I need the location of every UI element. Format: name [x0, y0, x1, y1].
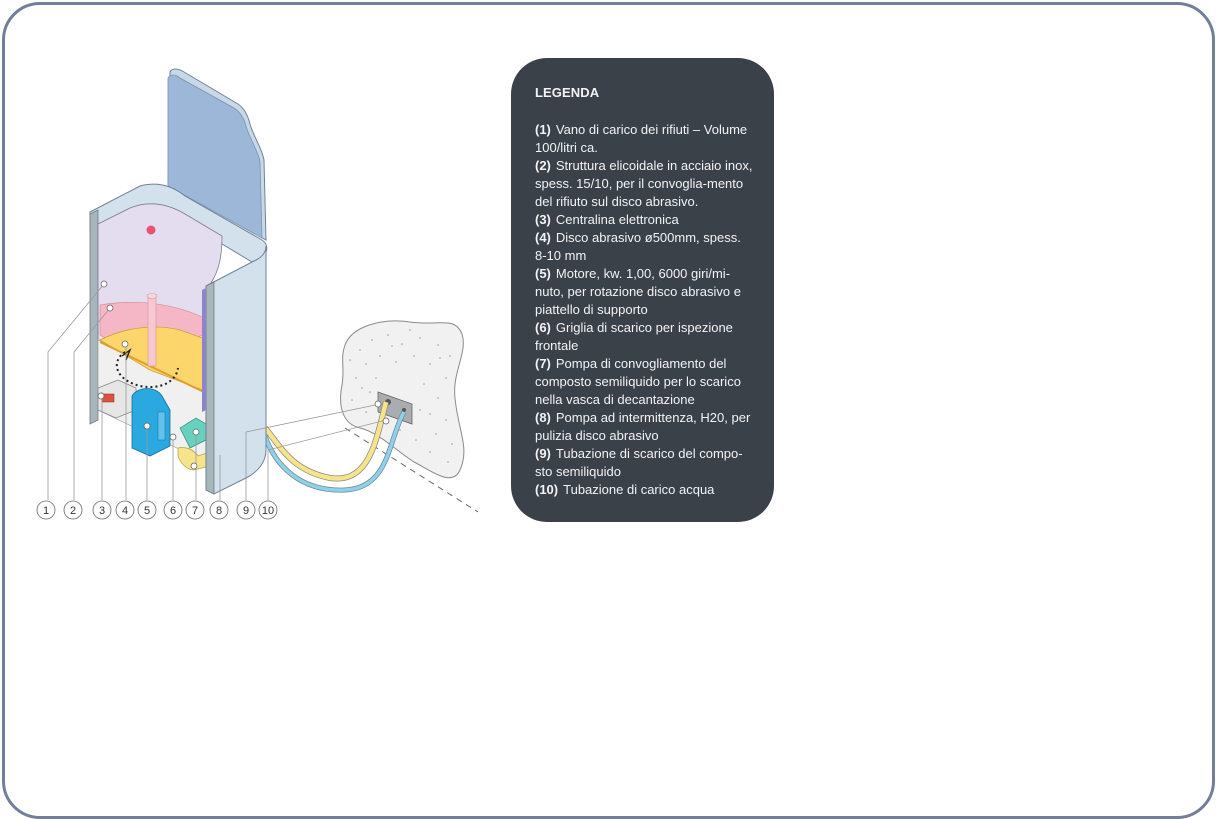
legend-item-number: (1)	[535, 122, 551, 137]
callout-4: 4	[115, 500, 135, 520]
callout-6: 6	[163, 500, 183, 520]
wall-patch	[340, 320, 479, 513]
legend-item-text: Struttura elicoidale in acciaio inox, sp…	[535, 158, 753, 209]
legend-item-number: (3)	[535, 212, 551, 227]
svg-text:2: 2	[70, 505, 76, 517]
legend-item-text: Vano di carico dei rifiuti – Volume 100/…	[535, 122, 748, 155]
legend-item-4: (4)Disco abrasivo ø500mm, spess. 8-10 mm	[535, 229, 754, 265]
legend-item-text: Pompa ad intermittenza, H20, per pulizia…	[535, 410, 751, 443]
legend-item-7: (7)Pompa di convogliamento del composto …	[535, 355, 754, 409]
legend-item-number: (9)	[535, 446, 551, 461]
legend-item-number: (2)	[535, 158, 551, 173]
legend-item-number: (10)	[535, 482, 559, 497]
legend-item-1: (1)Vano di carico dei rifiuti – Volume 1…	[535, 121, 754, 157]
svg-text:9: 9	[243, 505, 249, 517]
legend-item-number: (6)	[535, 320, 551, 335]
machine-body	[89, 183, 268, 495]
legend-title: LEGENDA	[535, 85, 600, 100]
machine-lid	[167, 68, 267, 243]
svg-text:6: 6	[170, 505, 176, 517]
svg-text:8: 8	[216, 505, 222, 517]
leader-dots	[97, 280, 390, 470]
legend-item-5: (5)Motore, kw. 1,00, 6000 giri/mi-nuto, …	[535, 265, 754, 319]
callout-8: 8	[209, 500, 229, 520]
legend-item-number: (5)	[535, 266, 551, 281]
callout-2: 2	[63, 500, 83, 520]
callout-9: 9	[236, 500, 256, 520]
legend-item-number: (4)	[535, 230, 551, 245]
svg-text:1: 1	[43, 505, 49, 517]
callout-numbers: 1 2 3 4 5 6 7 8 9 10	[36, 500, 278, 520]
legend-item-text: Pompa di convogliamento del composto sem…	[535, 356, 741, 407]
legend-item-number: (8)	[535, 410, 551, 425]
legend-item-text: Tubazione di carico acqua	[563, 482, 715, 497]
svg-text:7: 7	[192, 505, 198, 517]
legend-item-2: (2)Struttura elicoidale in acciaio inox,…	[535, 157, 754, 211]
callout-3: 3	[92, 500, 112, 520]
legend-item-text: Centralina elettronica	[555, 212, 679, 227]
callout-10: 10	[258, 500, 278, 520]
legend-item-6: (6)Griglia di scarico per ispezione fron…	[535, 319, 754, 355]
legend-list: (1)Vano di carico dei rifiuti – Volume 1…	[535, 121, 754, 499]
svg-text:5: 5	[144, 505, 150, 517]
legend-item-3: (3) Centralina elettronica	[535, 211, 754, 229]
pipes	[262, 401, 407, 493]
legend-item-9: (9)Tubazione di scarico del compo-sto se…	[535, 445, 754, 481]
legend-item-text: Griglia di scarico per ispezione frontal…	[535, 320, 733, 353]
legend-panel: LEGENDA (1)Vano di carico dei rifiuti – …	[511, 58, 774, 522]
svg-text:3: 3	[99, 505, 105, 517]
legend-item-text: Disco abrasivo ø500mm, spess. 8-10 mm	[535, 230, 741, 263]
callout-7: 7	[185, 500, 205, 520]
svg-text:4: 4	[122, 505, 128, 517]
svg-text:10: 10	[262, 505, 274, 517]
callout-1: 1	[36, 500, 56, 520]
machine-illustration: 1 2 3 4 5 6 7 8 9 10	[36, 68, 479, 520]
legend-item-text: Motore, kw. 1,00, 6000 giri/mi-nuto, per…	[535, 266, 741, 317]
legend-item-text: Tubazione di scarico del compo-sto semil…	[535, 446, 743, 479]
legend-item-number: (7)	[535, 356, 551, 371]
callout-5: 5	[137, 500, 157, 520]
legend-item-8: (8)Pompa ad intermittenza, H20, per puli…	[535, 409, 754, 445]
legend-item-10: (10) Tubazione di carico acqua	[535, 481, 754, 499]
